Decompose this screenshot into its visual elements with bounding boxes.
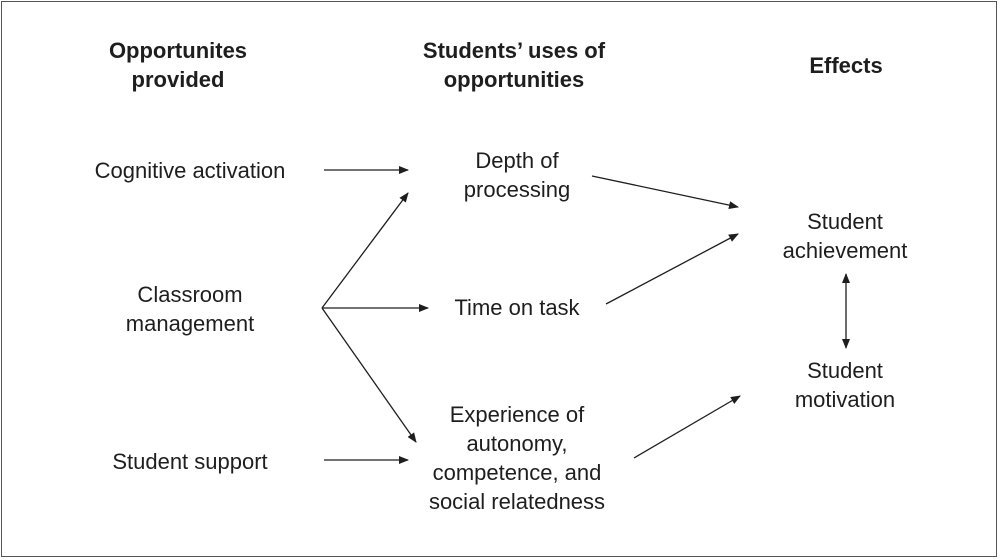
arrow-classroom-to-depth (321, 192, 409, 309)
node-depth-of-processing: Depth of processing (464, 146, 570, 204)
header-line: Opportunites (108, 38, 248, 63)
header-opportunities-provided: Opportunites provided (109, 36, 247, 94)
node-time-on-task: Time on task (454, 293, 579, 322)
node-cognitive-activation: Cognitive activation (95, 156, 286, 185)
node-label: autonomy, (466, 431, 568, 456)
node-label: processing (463, 177, 571, 202)
header-line: Students’ uses of (422, 38, 606, 63)
node-label: achievement (782, 238, 908, 263)
arrow-classroom-to-experience (321, 307, 417, 443)
arrow-time-to-achievement (605, 233, 739, 305)
node-classroom-management: Classroom management (126, 280, 254, 338)
node-label: Student support (112, 449, 268, 474)
node-experience: Experience of autonomy, competence, and … (429, 400, 605, 516)
arrow-experience-to-motivation (633, 395, 741, 459)
header-line: Effects (809, 53, 883, 78)
arrow-depth-to-achievement (591, 175, 739, 210)
header-students-uses: Students’ uses of opportunities (423, 36, 605, 94)
node-label: Cognitive activation (94, 158, 286, 183)
node-label: Depth of (475, 148, 559, 173)
node-label: Experience of (449, 402, 585, 427)
node-label: Classroom (137, 282, 243, 307)
node-label: Student (807, 209, 883, 234)
node-label: management (125, 311, 255, 336)
node-label: competence, and (432, 460, 602, 485)
node-label: motivation (794, 387, 896, 412)
header-effects: Effects (809, 51, 882, 80)
node-label: Student (807, 358, 883, 383)
node-student-support: Student support (112, 447, 267, 476)
node-student-motivation: Student motivation (795, 356, 895, 414)
header-line: opportunities (443, 67, 585, 92)
node-student-achievement: Student achievement (783, 207, 908, 265)
node-label: social relatedness (428, 489, 606, 514)
node-label: Time on task (454, 295, 580, 320)
header-line: provided (131, 67, 225, 92)
